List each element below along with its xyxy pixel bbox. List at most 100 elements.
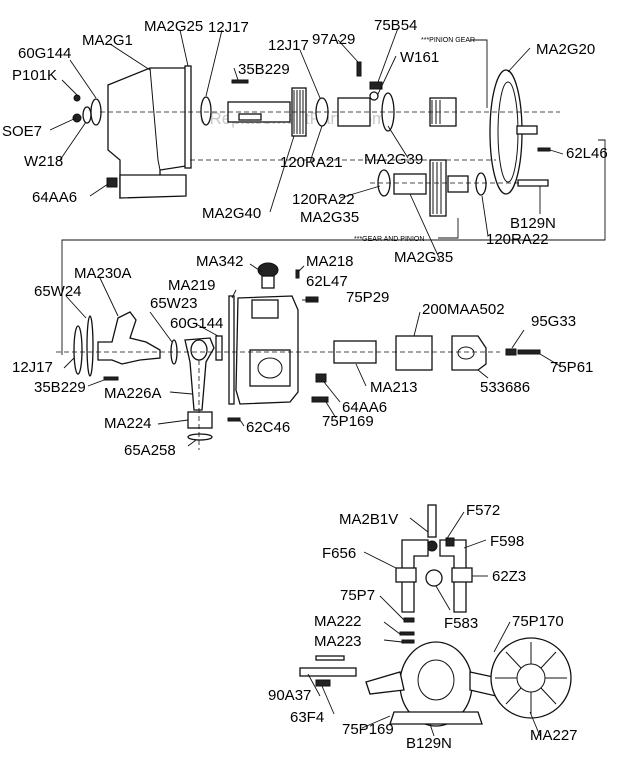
part-label-62l47: 62L47: [306, 273, 348, 290]
crank-assembly: [56, 262, 541, 450]
part-label-f583: F583: [444, 615, 478, 632]
washer-w218: [82, 106, 92, 124]
pinion-gear: [429, 97, 457, 127]
part-label-ma2g25: MA2G25: [144, 18, 203, 35]
shaft-sleeve: [447, 175, 469, 193]
part-label-f656: F656: [322, 545, 356, 562]
pinion-bracket: [470, 39, 488, 108]
bearing-120ra22-right: [475, 172, 487, 196]
part-label-75p169-mid: 75P169: [322, 413, 374, 430]
part-label-ma2g1: MA2G1: [82, 32, 133, 49]
key-62l46: [537, 147, 551, 152]
plug-64aa6-mid: [315, 373, 327, 383]
impeller-vanes: [495, 642, 567, 714]
housing-foot: [119, 174, 187, 199]
part-label-35b229-low: 35B229: [34, 379, 86, 396]
part-label-35b229-top: 35B229: [238, 61, 290, 78]
pump-head-assembly: [299, 504, 572, 727]
gasket-ma223: [401, 639, 415, 644]
gear-pinion-bracket: [438, 218, 459, 239]
part-label-12j17-top: 12J17: [208, 19, 249, 36]
rod-eye: [190, 339, 208, 361]
part-label-ma2g35-right: MA2G35: [394, 249, 453, 266]
part-label-75b54: 75B54: [374, 17, 417, 34]
cluster-teeth: [432, 162, 442, 214]
part-label-f572: F572: [466, 502, 500, 519]
part-label-ma2g35-left: MA2G35: [300, 209, 359, 226]
cover-533686: [451, 335, 487, 371]
cap-ma342: [257, 262, 279, 278]
gear-ma2g35: [393, 173, 427, 195]
shaft-key: [238, 113, 262, 121]
part-label-200maa502: 200MAA502: [422, 301, 505, 318]
part-label-w161: W161: [400, 49, 439, 66]
fitting-f583: [425, 569, 443, 587]
screw-75p7: [403, 617, 415, 623]
part-label-ma213: MA213: [370, 379, 418, 396]
pin-62c46: [227, 417, 241, 422]
bearing-12j17: [200, 96, 212, 126]
part-label-60g144-mid: 60G144: [170, 315, 223, 332]
nut-95g33: [505, 348, 517, 356]
plug-64aa6: [106, 177, 118, 188]
gasket: [184, 65, 192, 169]
part-label-64aa6-mid: 64AA6: [342, 399, 387, 416]
valve-handle: [427, 504, 437, 538]
part-label-ma223: MA223: [314, 633, 362, 650]
part-label-ma224: MA224: [104, 415, 152, 432]
part-label-62l46: 62L46: [566, 145, 608, 162]
part-label-65a258: 65A258: [124, 442, 176, 459]
part-label-75p7: 75P7: [340, 587, 375, 604]
bolt-b129n: [517, 179, 549, 187]
part-label-60g144-top: 60G144: [18, 45, 71, 62]
fitting-f656: [395, 567, 417, 583]
gasket-ma222: [399, 631, 415, 636]
part-label-ma2g20: MA2G20: [536, 41, 595, 58]
fitting-63f4: [315, 679, 331, 687]
part-label-63f4: 63F4: [290, 709, 324, 726]
part-label-64aa6-top: 64AA6: [32, 189, 77, 206]
part-label-p101k: P101K: [12, 67, 57, 84]
part-label-soe7: SOE7: [2, 123, 42, 140]
part-label-b129n-top: B129N: [510, 215, 556, 232]
screw-75p29: [305, 296, 319, 303]
pinion-gear-note: ***PINION GEAR: [421, 37, 475, 44]
part-label-75p170: 75P170: [512, 613, 564, 630]
part-label-65w24: 65W24: [34, 283, 82, 300]
part-label-ma222: MA222: [314, 613, 362, 630]
part-label-12j17-mid: 12J17: [268, 37, 309, 54]
head-flange-left: [365, 671, 405, 695]
connector-line: [61, 139, 606, 355]
ring-65a258: [187, 433, 213, 441]
part-label-120ra21: 120RA21: [280, 154, 343, 171]
part-label-95g33: 95G33: [531, 313, 576, 330]
part-label-75p169-low: 75P169: [342, 721, 394, 738]
block-top-plate: [251, 299, 279, 319]
washer-60g144-mid: [215, 335, 223, 361]
pump-base: [389, 711, 483, 725]
fitting-f598: [445, 537, 455, 547]
gear-cluster: [429, 159, 447, 217]
part-label-w218: W218: [24, 153, 63, 170]
part-label-12j17-low: 12J17: [12, 359, 53, 376]
hub: [516, 125, 538, 135]
handle-90a37: [299, 667, 357, 677]
washer-60g144: [90, 98, 102, 126]
fitting-62z3: [451, 567, 473, 583]
part-label-75p61: 75P61: [550, 359, 593, 376]
leader-lines: [49, 27, 564, 737]
part-label-62c46: 62C46: [246, 419, 290, 436]
gasket-ma219: [228, 295, 235, 405]
part-label-ma227: MA227: [530, 727, 578, 744]
port-opening: [257, 357, 283, 379]
part-label-ma219: MA219: [168, 277, 216, 294]
part-label-62z3: 62Z3: [492, 568, 526, 585]
bolt-75p169-mid: [311, 396, 329, 403]
part-label-ma230a: MA230A: [74, 265, 132, 282]
part-label-97a29: 97A29: [312, 31, 355, 48]
gear-and-pinion-note: ***GEAR AND PINION: [354, 236, 424, 243]
block-port: [249, 349, 291, 387]
part-label-ma2g39: MA2G39: [364, 151, 423, 168]
